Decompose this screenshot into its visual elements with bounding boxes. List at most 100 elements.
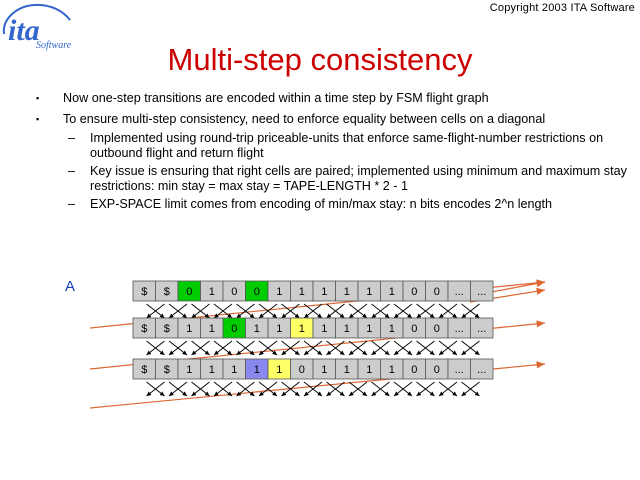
tape-cell: 1 xyxy=(357,358,381,380)
cell-value: 1 xyxy=(299,286,305,298)
cell-value: 1 xyxy=(254,323,260,335)
tape-cell: 1 xyxy=(290,280,314,302)
tape-cell: 1 xyxy=(335,358,359,380)
tape-cell: 1 xyxy=(177,317,201,339)
cell-value: 0 xyxy=(411,323,417,335)
diagonal-arrow xyxy=(281,303,300,319)
slide-title: Multi-step consistency xyxy=(167,42,473,77)
sub-bullet-item: – Implemented using round-trip priceable… xyxy=(36,131,636,161)
diagonal-arrow xyxy=(191,340,210,356)
tape-cell: ... xyxy=(470,358,494,380)
sub-bullet-list: – Implemented using round-trip priceable… xyxy=(36,131,636,212)
cell-value: 1 xyxy=(321,364,327,376)
cell-value: 0 xyxy=(411,364,417,376)
diagonal-arrow xyxy=(393,340,413,356)
copyright-notice: Copyright 2003 ITA Software xyxy=(489,2,635,14)
diagonal-arrow xyxy=(168,340,188,356)
sub-bullet-text: Key issue is ensuring that right cells a… xyxy=(90,164,627,193)
diagonal-arrow xyxy=(371,340,390,356)
cell-value: ... xyxy=(455,286,464,298)
diagonal-arrow xyxy=(438,340,458,356)
tape-cell: $ xyxy=(132,358,156,380)
cell-value: 0 xyxy=(434,286,440,298)
tape-cell: 1 xyxy=(335,280,359,302)
diagonal-arrow xyxy=(258,303,278,319)
diagonal-arrow xyxy=(281,340,300,356)
cell-value: $ xyxy=(164,364,170,376)
tape-cell: ... xyxy=(447,358,471,380)
tape-cell: 1 xyxy=(245,358,269,380)
diagonal-arrow xyxy=(371,303,390,319)
cell-value: ... xyxy=(455,323,464,335)
cell-value: 1 xyxy=(389,364,395,376)
diagonal-arrow xyxy=(348,381,368,397)
cell-value: 1 xyxy=(231,364,237,376)
logo-wordmark: ita xyxy=(8,14,40,47)
tape-cell: 1 xyxy=(200,358,224,380)
cell-value: 1 xyxy=(186,323,192,335)
diagonal-arrow xyxy=(303,381,323,397)
cell-value: 0 xyxy=(434,364,440,376)
cell-value: 1 xyxy=(344,364,350,376)
diagonal-arrow xyxy=(416,303,435,319)
sub-bullet-text: Implemented using round-trip priceable-u… xyxy=(90,131,604,160)
diagonal-arrow xyxy=(258,340,278,356)
tape-cell: ... xyxy=(470,317,494,339)
cell-value: 1 xyxy=(366,323,372,335)
cell-value: $ xyxy=(164,323,170,335)
diagonal-arrow xyxy=(146,340,165,356)
diagonal-arrow xyxy=(146,381,165,397)
tape-cell: 0 xyxy=(425,358,449,380)
cell-value: 1 xyxy=(254,364,260,376)
diagonal-arrows xyxy=(146,303,480,397)
row-label-a: A xyxy=(65,278,76,295)
tape-cell: 0 xyxy=(425,317,449,339)
cell-value: 1 xyxy=(389,286,395,298)
cell-value: 1 xyxy=(344,286,350,298)
tape-cell: $ xyxy=(132,317,156,339)
tape-cell: $ xyxy=(132,280,156,302)
diagonal-arrow xyxy=(438,303,458,319)
cell-value: 1 xyxy=(276,323,282,335)
cell-value: $ xyxy=(141,364,147,376)
dash-marker: – xyxy=(68,131,76,145)
tape-cell: 0 xyxy=(245,280,269,302)
cell-value: 0 xyxy=(434,323,440,335)
tape-cell: ... xyxy=(447,317,471,339)
diagonal-arrow xyxy=(168,381,188,397)
diagonal-arrow xyxy=(393,381,413,397)
tape-cell: ... xyxy=(447,280,471,302)
cell-value: $ xyxy=(164,286,170,298)
cell-value: 1 xyxy=(186,364,192,376)
tape-cell: 0 xyxy=(402,317,426,339)
bullet-marker: ▪ xyxy=(36,93,40,103)
cell-value: 0 xyxy=(254,286,260,298)
tape-cell: 1 xyxy=(312,358,336,380)
tape-cell: 1 xyxy=(267,280,291,302)
tape-cell: 0 xyxy=(222,317,246,339)
diagonal-arrow xyxy=(258,381,278,397)
tape-cell: 1 xyxy=(380,317,404,339)
tape-cell: $ xyxy=(155,317,179,339)
cell-value: 0 xyxy=(231,323,237,335)
diagonal-arrow xyxy=(371,381,390,397)
diagonal-arrow xyxy=(236,381,255,397)
tape-cell: ... xyxy=(470,280,494,302)
diagonal-arrow xyxy=(438,381,458,397)
diagonal-arrow xyxy=(303,303,323,319)
diagonal-arrow xyxy=(348,303,368,319)
tape-cell: 0 xyxy=(290,358,314,380)
diagonal-arrow xyxy=(281,381,300,397)
bullet-list: ▪ Now one-step transitions are encoded w… xyxy=(36,91,636,215)
diagonal-arrow xyxy=(416,381,435,397)
cell-value: 1 xyxy=(276,286,282,298)
cell-value: 1 xyxy=(366,364,372,376)
cell-value: ... xyxy=(455,364,464,376)
logo-subtext: Software xyxy=(36,40,72,51)
sub-bullet-text: EXP-SPACE limit comes from encoding of m… xyxy=(90,197,553,211)
sub-bullet-item: – EXP-SPACE limit comes from encoding of… xyxy=(36,197,636,212)
diagonal-arrow xyxy=(213,303,233,319)
diagonal-arrow xyxy=(168,303,188,319)
